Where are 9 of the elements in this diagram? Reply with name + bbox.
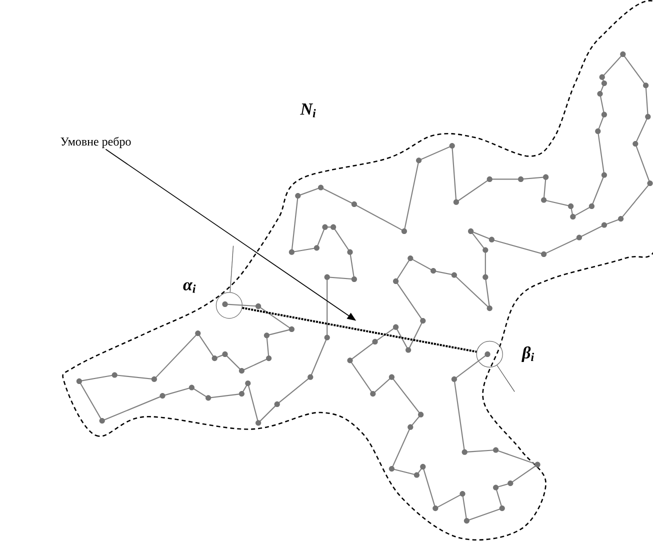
leader-line [496, 364, 515, 392]
callout-text: Умовне ребро [60, 136, 131, 148]
symbol-label: β$_{i}$ [522, 346, 534, 362]
vertex-circle [216, 292, 242, 319]
symbol-label: α$_{i}$ [183, 282, 196, 293]
leader-line [230, 246, 234, 292]
dotted-edge [242, 306, 477, 353]
vertex-circle [476, 340, 503, 368]
symbol-label: N$_{i}$ [300, 104, 316, 118]
